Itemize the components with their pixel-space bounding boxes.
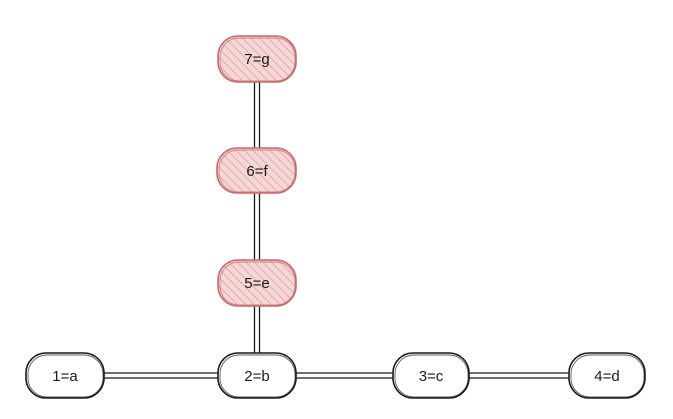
edge-7-6 xyxy=(253,82,261,148)
node-label: 6=f xyxy=(246,163,268,180)
node-label: 4=d xyxy=(594,368,619,385)
node-label: 1=a xyxy=(52,368,78,385)
node-1: 1=a xyxy=(25,352,105,399)
edge-3-4 xyxy=(469,372,569,379)
node-label: 2=b xyxy=(244,368,269,385)
node-2: 2=b xyxy=(217,352,297,399)
node-label: 3=c xyxy=(419,368,444,385)
edges xyxy=(104,82,569,379)
node-4: 4=d xyxy=(568,352,646,399)
node-3: 3=c xyxy=(392,352,470,399)
edge-1-2 xyxy=(104,372,218,379)
node-label: 7=g xyxy=(244,51,269,68)
edge-2-5 xyxy=(253,306,261,353)
edge-5-7 xyxy=(253,193,261,260)
node-7: 6=f xyxy=(216,147,297,194)
node-6: 7=g xyxy=(217,35,297,83)
edge-2-3 xyxy=(296,372,393,379)
node-5: 5=e xyxy=(217,259,297,307)
node-label: 5=e xyxy=(244,275,269,292)
